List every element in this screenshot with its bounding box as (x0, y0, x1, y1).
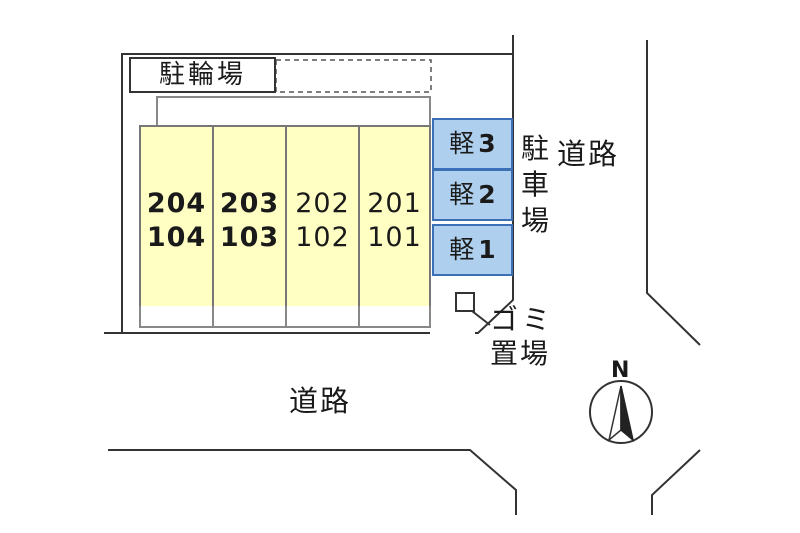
unit-201-101[interactable]: 201 101 (358, 125, 431, 308)
unit-upper-number: 202 (295, 188, 350, 219)
road-edge-east (646, 40, 701, 346)
bicycle-area-dashed (275, 59, 432, 93)
parking-label-char: 車 (520, 168, 549, 201)
unit-upper-number: 201 (367, 188, 422, 219)
unit-202-102[interactable]: 202 102 (285, 125, 360, 308)
unit-lower-number: 103 (219, 222, 280, 253)
road-edge-east-south (651, 449, 701, 515)
garbage-leader (471, 310, 491, 326)
unit-204-104[interactable]: 204 104 (139, 125, 214, 308)
parking-space-number: 2 (478, 180, 496, 209)
parking-space-type: 軽 (449, 235, 475, 264)
balcony (358, 306, 431, 328)
road-south-label: 道路 (289, 384, 352, 418)
road-east-label: 道路 (557, 137, 620, 171)
balcony (139, 306, 214, 328)
parking-label-char: 場 (520, 204, 549, 237)
balcony (212, 306, 287, 328)
parking-space-type: 軽 (449, 129, 475, 158)
parking-space-number: 1 (478, 235, 496, 264)
compass-north-label: N (611, 358, 630, 383)
unit-203-103[interactable]: 203 103 (212, 125, 287, 308)
garbage-label-line2: 置場 (490, 337, 551, 370)
building-outline (156, 96, 431, 125)
unit-lower-number: 101 (367, 222, 422, 253)
parking-label-char: 駐 (520, 132, 549, 165)
parking-space-number: 3 (478, 129, 496, 158)
compass-rose (589, 380, 653, 444)
unit-upper-number: 203 (219, 188, 280, 219)
lot-boundary-east (475, 54, 514, 334)
garbage-label-line1: ゴミ (490, 303, 555, 336)
parking-space-type: 軽 (449, 180, 475, 209)
garbage-box (455, 292, 475, 312)
bicycle-parking-box: 駐輪場 (129, 57, 276, 93)
bicycle-parking-label: 駐輪場 (158, 60, 246, 90)
parking-label: 駐 車 場 (518, 131, 552, 239)
unit-lower-number: 102 (295, 222, 350, 253)
unit-lower-number: 104 (146, 222, 207, 253)
balcony (285, 306, 360, 328)
road-edge-south (108, 449, 517, 515)
unit-upper-number: 204 (146, 188, 207, 219)
